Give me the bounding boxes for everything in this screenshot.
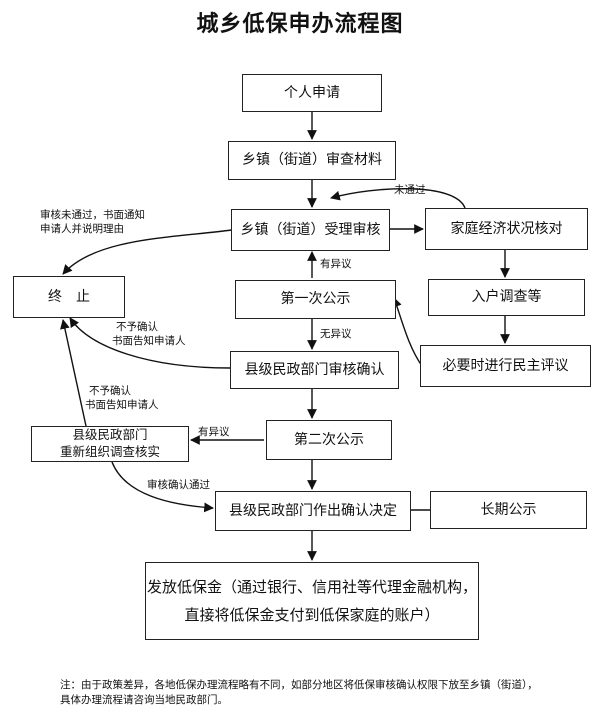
arrow-confirm-to-terminate [69,317,231,369]
box-personal-application: 个人申请 [242,74,382,112]
label-not-confirm-first-line-2: 书面告知申请人 [112,335,186,348]
label-no-objection: 无异议 [320,328,352,340]
label-not-passed: 未通过 [394,184,426,196]
label-objection-second: 有异议 [198,426,230,438]
box-first-publicity: 第一次公示 [235,280,396,319]
label-not-confirm-first-line-1: 不予确认 [116,321,158,333]
label-not-confirm-first: 不予确认 书面告知申请人 [112,320,186,348]
reinvestigate-line-1: 县级民政部门 [72,427,148,443]
footnote: 注：由于政策差异，各地低保办理流程略有不同，如部分地区将低保审核确认权限下放至乡… [60,678,580,708]
box-county-reinvestigate: 县级民政部门 重新组织调查核实 [31,426,189,462]
box-long-term-publicity: 长期公示 [430,491,587,529]
reinvestigate-line-2: 重新组织调查核实 [59,444,160,459]
arrow-reinvestigate-to-decision [111,461,214,513]
footnote-line-1: 注：由于政策差异，各地低保办理流程略有不同，如部分地区将低保审核确认权限下放至乡… [60,679,538,691]
box-home-survey: 入户调查等 [428,279,585,316]
arrow-reinvestigate-to-terminate [60,319,87,427]
arrow-family-not-passed [330,187,466,209]
payout-line-2: 直接将低保金支付到低保家庭的账户） [184,606,440,624]
box-terminate: 终 止 [13,276,125,318]
label-not-confirm-second-line-2: 书面告知申请人 [85,399,159,412]
box-county-review-confirm: 县级民政部门审核确认 [230,351,399,389]
box-town-accept-review: 乡镇（街道）受理审核 [231,209,390,251]
label-fail-notice-line-2: 申请人并说明理由 [40,223,124,236]
box-family-economic-check: 家庭经济状况核对 [425,208,588,250]
box-county-decision: 县级民政部门作出确认决定 [215,491,411,531]
label-confirm-passed: 审核确认通过 [147,479,210,491]
page-title: 城乡低保申办流程图 [196,12,404,37]
arrow-accept-to-terminate [62,229,233,275]
arrow-democratic-to-first-public [392,297,423,367]
box-second-publicity: 第二次公示 [266,420,392,460]
box-town-review-materials: 乡镇（街道）审查材料 [228,141,396,180]
label-fail-notice-line-1: 审核未通过，书面通知 [40,209,145,221]
footnote-line-2: 具体办理流程请咨询当地民政部门。 [60,694,228,707]
payout-line-1: 发放低保金（通过银行、信用社等代理金融机构， [146,577,477,596]
box-democratic-evaluation: 必要时进行民主评议 [420,345,591,387]
label-fail-notice: 审核未通过，书面通知 申请人并说明理由 [40,208,145,236]
box-payout-allowance: 发放低保金（通过银行、信用社等代理金融机构， 直接将低保金支付到低保家庭的账户） [145,562,479,640]
label-not-confirm-second: 不予确认 书面告知申请人 [85,384,159,412]
label-objection-first: 有异议 [320,258,352,270]
label-not-confirm-second-line-1: 不予确认 [89,385,131,397]
